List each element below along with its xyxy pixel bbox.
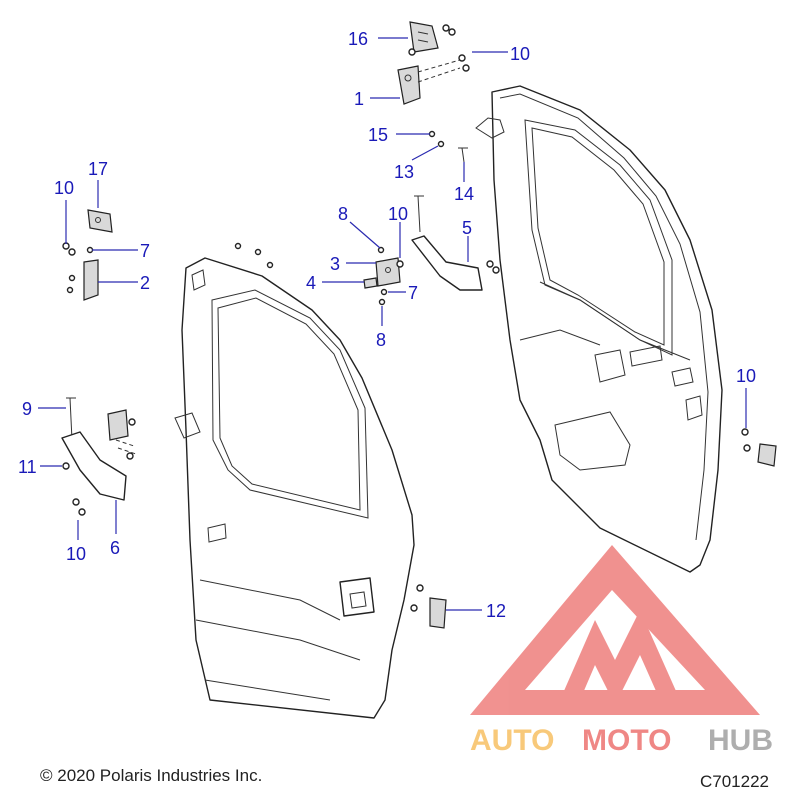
callout-9: 9: [22, 399, 32, 419]
callout-2: 2: [140, 273, 150, 293]
right-door-panel: [475, 85, 723, 573]
left-hinge-parts: [62, 209, 113, 301]
callout-10-right: 10: [736, 366, 756, 386]
center-hinge-parts: [234, 195, 500, 306]
upper-hinge-assembly: [397, 21, 470, 163]
callout-10-lower-left: 10: [66, 544, 86, 564]
watermark-word-auto: AUTO: [470, 724, 554, 757]
callout-14: 14: [454, 184, 474, 204]
callout-8-bottom: 8: [376, 330, 386, 350]
watermark-word-moto: MOTO: [582, 724, 671, 757]
callout-8-top: 8: [338, 204, 348, 224]
watermark-text: AUTO MOTO HUB: [470, 724, 773, 757]
callout-7-center: 7: [408, 283, 418, 303]
left-door-panel: [174, 257, 415, 719]
leader-lines: [38, 37, 747, 611]
callout-10-center: 10: [388, 204, 408, 224]
callout-16: 16: [348, 29, 368, 49]
callout-4: 4: [306, 273, 316, 293]
copyright-text: © 2020 Polaris Industries Inc.: [40, 766, 262, 785]
callout-1: 1: [354, 89, 364, 109]
watermark-triangle: [470, 545, 760, 715]
callout-17: 17: [88, 159, 108, 179]
callout-12: 12: [486, 601, 506, 621]
callout-11: 11: [18, 457, 37, 477]
callout-labels: 16 10 1 15 13 14 17 10 7 2 8 10 5 3 4 7 …: [18, 29, 756, 621]
callout-13: 13: [394, 162, 414, 182]
callout-10-left: 10: [54, 178, 74, 198]
watermark-word-hub: HUB: [708, 724, 773, 757]
watermark-logo: [470, 545, 760, 715]
callout-5: 5: [462, 218, 472, 238]
diagram-code: C701222: [700, 772, 769, 791]
right-latch-parts: [410, 428, 777, 629]
callout-10-top: 10: [510, 44, 530, 64]
watermark-m-shape: [560, 610, 680, 705]
callout-6: 6: [110, 538, 120, 558]
lower-left-hinge-parts: [61, 397, 137, 516]
callout-3: 3: [330, 254, 340, 274]
callout-7-left: 7: [140, 241, 150, 261]
callout-15: 15: [368, 125, 388, 145]
